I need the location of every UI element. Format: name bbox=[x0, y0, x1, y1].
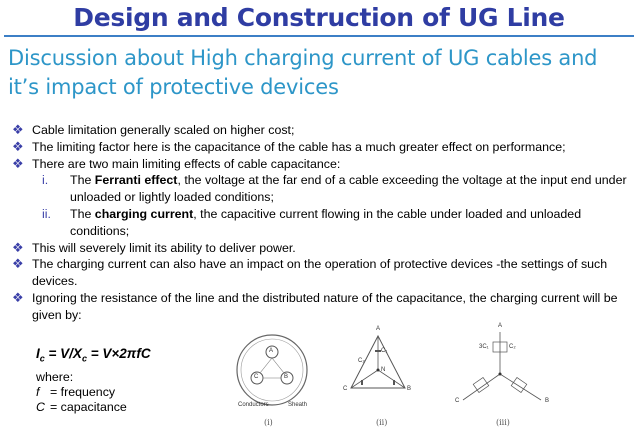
def-symbol: C bbox=[36, 399, 45, 414]
bullet-item: ❖ The charging current can also have an … bbox=[12, 256, 632, 290]
formula-part: = V/X bbox=[44, 346, 82, 361]
capacitance-network-diagram: A N C B C₂ C₁ bbox=[343, 326, 413, 400]
equivalent-circuit-diagram: A C B 3C₁ C₂ bbox=[455, 323, 555, 408]
node-label-c: C bbox=[343, 386, 348, 392]
formula-where: where: bbox=[36, 369, 74, 384]
sheath-label: Sheath bbox=[288, 402, 308, 408]
cable-cross-section-diagram: A C B Conductors Sheath bbox=[232, 330, 312, 410]
text-rest: , the capacitive current flowing in the … bbox=[70, 206, 582, 238]
diamond-bullet-icon: ❖ bbox=[12, 256, 24, 272]
text-prefix: The bbox=[70, 173, 95, 188]
bullet-item: ❖ Ignoring the resistance of the line an… bbox=[12, 290, 632, 324]
formula-subscript: c bbox=[81, 353, 87, 364]
formula-part: = V×2πfC bbox=[86, 346, 151, 361]
formula-def-f: f = frequency bbox=[36, 385, 151, 400]
formula-symbol: I bbox=[36, 346, 40, 361]
formula-subscript: c bbox=[39, 353, 45, 364]
def-text: = capacitance bbox=[50, 399, 127, 414]
def-text: = frequency bbox=[50, 384, 116, 399]
sub-bullet-item: i. The Ferranti effect, the voltage at t… bbox=[12, 172, 632, 206]
figure-caption-iii: (iii) bbox=[496, 418, 510, 427]
capacitor-label: C₂ bbox=[358, 358, 365, 364]
figure-caption-i: (i) bbox=[264, 418, 273, 427]
formula-equation: Ic = V/Xc = V×2πfC bbox=[36, 346, 151, 367]
sub-bullet-item: ii. The charging current, the capacitive… bbox=[12, 206, 632, 240]
bullet-text: This will severely limit its ability to … bbox=[32, 240, 296, 255]
bullet-text: The limiting factor here is the capacita… bbox=[32, 139, 566, 154]
node-label-a: A bbox=[498, 323, 503, 329]
node-label-b: B bbox=[407, 386, 412, 392]
bullet-item: ❖ This will severely limit its ability t… bbox=[12, 240, 632, 257]
term-ferranti: Ferranti effect bbox=[94, 173, 178, 188]
bullet-item: ❖ The limiting factor here is the capaci… bbox=[12, 139, 632, 156]
text-prefix: The bbox=[70, 206, 95, 221]
title-divider bbox=[4, 35, 634, 37]
sub-bullet-text: The charging current, the capacitive cur… bbox=[70, 206, 632, 240]
text-rest: , the voltage at the far end of a cable … bbox=[70, 173, 627, 205]
bullet-list: ❖ Cable limitation generally scaled on h… bbox=[12, 122, 632, 324]
diamond-bullet-icon: ❖ bbox=[12, 239, 24, 255]
node-label-a: A bbox=[269, 348, 274, 354]
conductors-label: Conductors bbox=[238, 402, 269, 408]
slide-subtitle: Discussion about High charging current o… bbox=[8, 46, 598, 99]
bullet-item: ❖ Cable limitation generally scaled on h… bbox=[12, 122, 632, 139]
diamond-bullet-icon: ❖ bbox=[12, 289, 24, 305]
node-label-c: C bbox=[455, 398, 460, 404]
slide-title: Design and Construction of UG Line bbox=[73, 3, 565, 32]
formula-def-c: C = capacitance bbox=[36, 400, 151, 415]
capacitor-label: C₂ bbox=[509, 344, 516, 350]
sub-bullet-number: ii. bbox=[42, 206, 51, 221]
diamond-bullet-icon: ❖ bbox=[12, 155, 24, 171]
sub-bullet-number: i. bbox=[42, 173, 49, 188]
node-label-b: B bbox=[545, 398, 550, 404]
bullet-text: Ignoring the resistance of the line and … bbox=[32, 290, 618, 322]
bullet-text: There are two main limiting effects of c… bbox=[32, 156, 341, 171]
node-label-a: A bbox=[376, 326, 381, 332]
sub-bullet-text: The Ferranti effect, the voltage at the … bbox=[70, 172, 632, 206]
def-symbol: f bbox=[36, 384, 40, 399]
bullet-item: ❖ There are two main limiting effects of… bbox=[12, 156, 632, 173]
node-label-c: C bbox=[254, 374, 259, 380]
diamond-bullet-icon: ❖ bbox=[12, 122, 24, 137]
node-label-n: N bbox=[381, 367, 386, 373]
bullet-text: The charging current can also have an im… bbox=[32, 257, 608, 289]
figure-caption-ii: (ii) bbox=[376, 418, 388, 427]
charging-current-formula: Ic = V/Xc = V×2πfC where: f = frequency C… bbox=[36, 346, 151, 415]
node-label-b: B bbox=[284, 374, 289, 380]
diamond-bullet-icon: ❖ bbox=[12, 138, 24, 154]
term-charging-current: charging current bbox=[94, 206, 194, 221]
bullet-text: Cable limitation generally scaled on hig… bbox=[32, 123, 295, 137]
capacitor-label: 3C₁ bbox=[479, 344, 489, 350]
capacitor-label: C₁ bbox=[381, 348, 388, 354]
